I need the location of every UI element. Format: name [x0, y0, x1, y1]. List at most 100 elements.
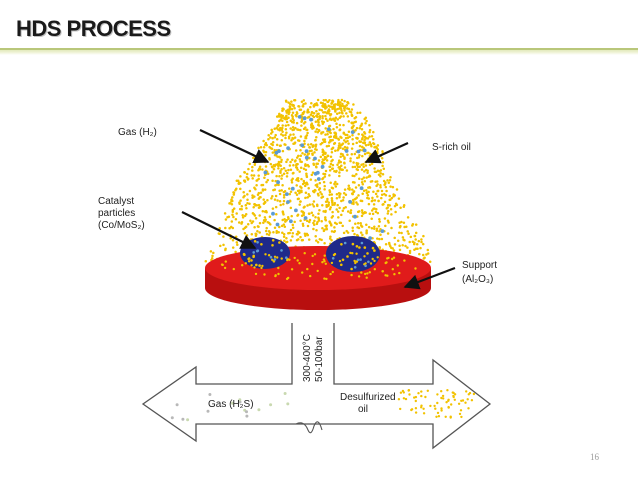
- oil-droplet: [291, 158, 294, 161]
- oil-droplet: [280, 138, 284, 142]
- oil-droplet: [291, 235, 294, 238]
- desulfurized-oil-dot: [414, 411, 418, 414]
- oil-droplet: [298, 108, 302, 111]
- oil-droplet: [374, 170, 378, 174]
- oil-droplet: [356, 221, 360, 225]
- oil-droplet: [328, 169, 332, 172]
- support-disk-top: [205, 246, 431, 290]
- oil-droplet: [300, 239, 304, 242]
- oil-droplet: [279, 203, 282, 207]
- oil-droplet: [342, 206, 346, 210]
- oil-droplet: [290, 179, 293, 182]
- support-label-line2: (Al₂O₃): [462, 274, 493, 285]
- oil-droplet: [290, 107, 294, 111]
- oil-droplet: [281, 130, 284, 134]
- oil-droplet: [270, 197, 273, 200]
- desulfurized-label-line1: Desulfurized: [340, 392, 396, 403]
- oil-droplet: [232, 193, 236, 196]
- oil-droplet: [324, 218, 327, 221]
- oil-droplet: [364, 122, 367, 125]
- oil-droplet: [274, 184, 277, 187]
- oil-droplet: [295, 121, 299, 125]
- oil-droplet: [314, 139, 317, 142]
- oil-droplet: [222, 235, 225, 238]
- oil-droplet: [253, 163, 257, 167]
- oil-droplet: [269, 146, 272, 150]
- oil-droplet: [312, 223, 316, 226]
- oil-droplet: [347, 130, 351, 133]
- oil-droplet: [314, 120, 318, 124]
- oil-droplet: [343, 188, 347, 191]
- oil-droplet: [287, 116, 290, 119]
- gas-bubble: [276, 180, 280, 185]
- oil-droplet: [358, 154, 361, 157]
- oil-droplet: [376, 144, 380, 147]
- oil-droplet: [360, 271, 363, 274]
- oil-droplet: [351, 229, 355, 232]
- gas-bubble: [350, 130, 355, 135]
- oil-droplet: [228, 202, 231, 205]
- oil-droplet: [228, 227, 231, 230]
- oil-droplet: [314, 179, 317, 182]
- oil-droplet: [278, 189, 281, 192]
- oil-droplet: [304, 126, 307, 129]
- oil-droplet: [325, 111, 329, 115]
- oil-droplet: [354, 222, 357, 226]
- oil-droplet: [261, 264, 264, 268]
- oil-droplet: [428, 260, 432, 264]
- oil-droplet: [263, 188, 267, 191]
- oil-droplet: [234, 218, 238, 221]
- oil-droplet: [331, 138, 334, 142]
- oil-droplet: [380, 193, 384, 196]
- desulfurized-oil-dot: [472, 392, 476, 396]
- desulfurized-oil-dot: [440, 409, 443, 412]
- oil-droplet: [343, 166, 347, 169]
- oil-droplet: [322, 180, 326, 184]
- oil-droplet: [325, 106, 328, 109]
- gas-bubble: [302, 116, 307, 121]
- oil-droplet: [311, 203, 314, 206]
- desulfurized-oil-dot: [417, 392, 420, 395]
- oil-droplet: [281, 134, 285, 137]
- catalyst-dot: [351, 242, 355, 246]
- oil-droplet: [357, 275, 361, 278]
- oil-droplet: [250, 264, 253, 267]
- oil-droplet: [271, 137, 274, 140]
- desulfurized-oil-dot: [424, 395, 427, 399]
- oil-droplet: [330, 147, 334, 151]
- oil-droplet: [337, 161, 341, 164]
- oil-droplet: [277, 164, 280, 168]
- oil-droplet: [291, 111, 295, 114]
- oil-droplet: [289, 168, 293, 171]
- oil-droplet: [375, 227, 379, 231]
- oil-droplet: [211, 254, 214, 258]
- oil-droplet: [282, 223, 286, 226]
- desulfurized-oil-dot: [407, 389, 411, 392]
- oil-droplet: [342, 123, 345, 127]
- oil-droplet: [366, 151, 369, 155]
- oil-droplet: [377, 225, 381, 228]
- oil-droplet: [325, 224, 328, 228]
- oil-droplet: [293, 220, 296, 224]
- catalyst-dot: [260, 243, 263, 246]
- oil-droplet: [368, 128, 372, 132]
- oil-droplet: [308, 203, 312, 206]
- oil-droplet: [330, 238, 333, 242]
- oil-droplet: [302, 212, 305, 215]
- oil-droplet: [279, 118, 282, 121]
- oil-droplet: [289, 190, 293, 193]
- oil-droplet: [296, 162, 299, 166]
- catalyst-particle-left: [240, 237, 290, 269]
- oil-droplet: [361, 183, 365, 186]
- oil-droplet: [383, 200, 387, 204]
- oil-droplet: [356, 137, 359, 140]
- catalyst-dot: [350, 267, 353, 271]
- oil-droplet: [325, 159, 329, 162]
- oil-droplet: [308, 220, 311, 224]
- oil-droplet: [273, 127, 276, 130]
- oil-droplet: [324, 216, 327, 219]
- oil-droplet: [312, 104, 316, 107]
- slide-title: HDS PROCESS: [16, 16, 171, 41]
- oil-droplet: [307, 212, 311, 215]
- h2s-gas-dot: [283, 392, 287, 395]
